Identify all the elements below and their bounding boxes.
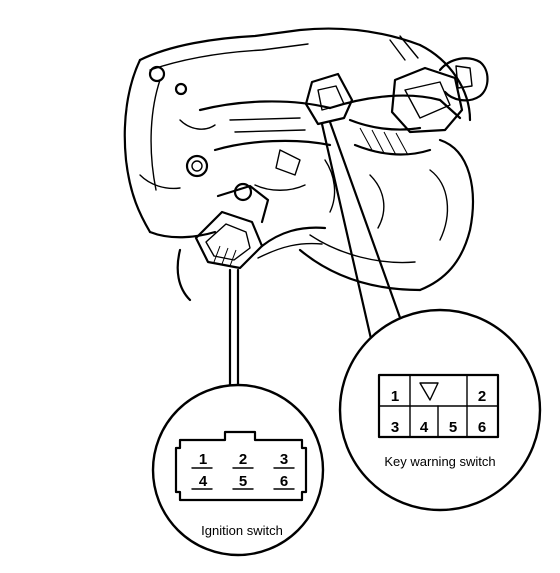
key-warning-pin-6: 6 [478, 419, 486, 436]
key-warning-leader-right [328, 120, 410, 342]
key-warning-pin-2: 2 [478, 388, 486, 405]
ignition-pin-5: 5 [239, 473, 247, 490]
key-warning-pin-1: 1 [391, 388, 399, 405]
key-warning-switch-label: Key warning switch [384, 454, 495, 469]
ignition-pin-3: 3 [280, 451, 288, 468]
key-warning-callout-circle [338, 308, 542, 512]
ignition-switch-label: Ignition switch [201, 523, 283, 538]
key-warning-pin-3: 3 [391, 419, 399, 436]
key-warning-switch-callout: 1 2 3 4 5 6 Key warning switch [338, 308, 542, 512]
ignition-pin-4: 4 [199, 473, 208, 490]
steering-column-illustration [123, 27, 489, 302]
key-warning-pin-5: 5 [449, 419, 457, 436]
ignition-pin-2: 2 [239, 451, 247, 468]
key-warning-pin-4: 4 [420, 419, 429, 436]
ignition-pin-6: 6 [280, 473, 288, 490]
ignition-connector-face [174, 430, 308, 502]
key-warning-leader-left [320, 122, 376, 354]
ignition-switch-callout: 1 2 3 4 5 6 Ignition switch [151, 383, 325, 557]
ignition-callout-circle [151, 383, 325, 557]
ignition-pin-1: 1 [199, 451, 207, 468]
